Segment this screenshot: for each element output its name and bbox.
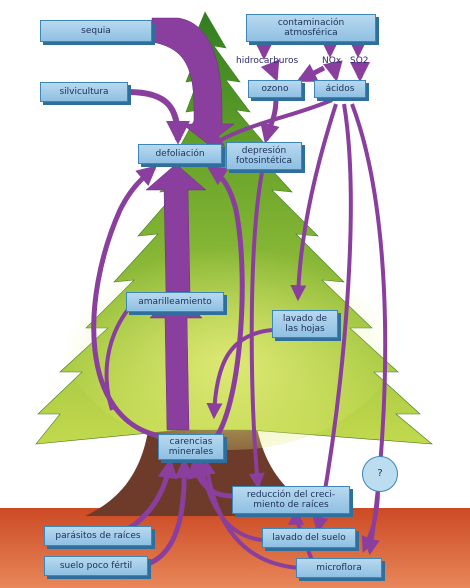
label-nox: NOx bbox=[322, 56, 341, 66]
node-defoliacion: defoliación bbox=[138, 144, 222, 164]
arrow-silvicultura-defoliacion bbox=[128, 92, 178, 140]
node-parasitos: parásitos de raíces bbox=[44, 526, 152, 546]
label-hidrocarburos: hidrocarburos bbox=[236, 56, 298, 66]
soil bbox=[0, 508, 470, 588]
label-so2: SO2 bbox=[350, 56, 369, 66]
node-acidos: ácidos bbox=[314, 80, 366, 98]
arrow-hidrocarburos-ozono bbox=[272, 68, 276, 78]
arrow-nox-acidos bbox=[334, 68, 336, 78]
node-ozono: ozono bbox=[248, 80, 302, 98]
node-contaminacion: contaminación atmosférica bbox=[246, 14, 376, 42]
node-suelo: suelo poco fértil bbox=[44, 556, 148, 576]
node-sequia: sequia bbox=[40, 20, 152, 42]
node-microflora: microflora bbox=[296, 558, 382, 578]
node-reduccion: reducción del creci- miento de raíces bbox=[232, 486, 350, 514]
unknown-cause-bubble: ? bbox=[362, 456, 398, 492]
node-lavado-hojas: lavado de las hojas bbox=[272, 310, 338, 338]
node-carencias: carencias minerales bbox=[158, 434, 224, 460]
node-amarilleamiento: amarilleamiento bbox=[126, 292, 224, 312]
node-depresion: depresión fotosintética bbox=[226, 142, 302, 170]
node-silvicultura: silvicultura bbox=[40, 82, 128, 102]
node-lavado-suelo: lavado del suelo bbox=[262, 528, 356, 548]
arrow-nox-ozono bbox=[300, 68, 324, 80]
